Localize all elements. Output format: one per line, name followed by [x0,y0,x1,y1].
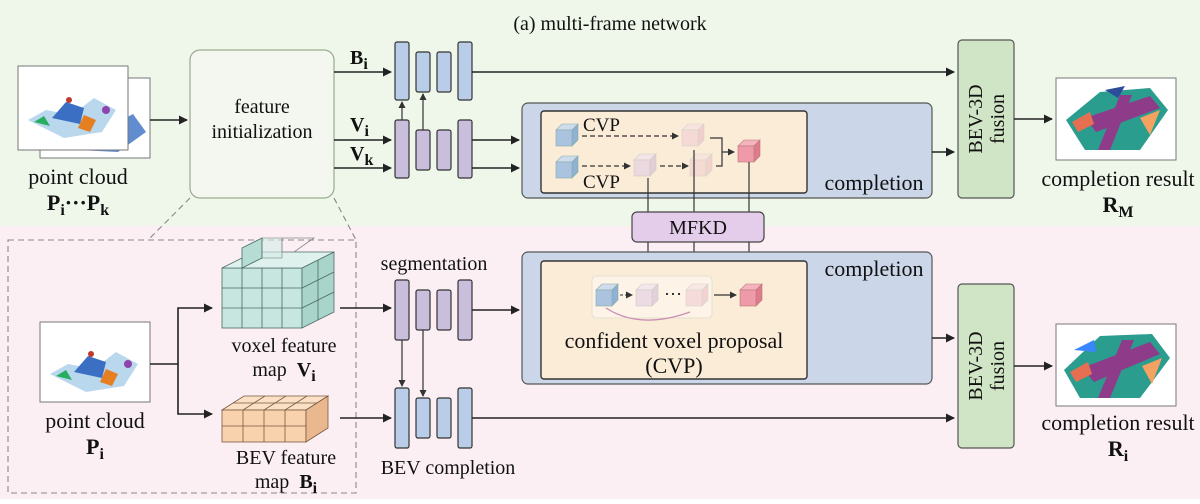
arrow-bottom-input-branch-2 [177,364,213,419]
cube-faded-bottom-2 [689,153,713,177]
vi-label: Vi [350,114,369,140]
zoom-line-right [333,197,357,241]
bottom-fusion-line2: fusion [987,341,1009,391]
top-result-image [1055,77,1177,161]
cube-red-top [737,139,761,163]
cube-blue-bottom [555,155,579,179]
mfkd-label: MFKD [669,217,727,239]
top-cvp-panel [540,110,808,194]
bottom-result-label: completion result [1041,410,1194,435]
cvp-cube-faded-2 [685,283,709,307]
top-fusion-line1: BEV-3D [965,84,987,153]
arrow-bottom-input-branch [150,303,213,365]
cvp-label-line2: (CVP) [645,353,702,378]
top-fusion-line2: fusion [987,94,1009,144]
bottom-input-label: point cloud [45,408,145,433]
bottom-segmentation-network [394,279,473,341]
top-input-variables: Pi···Pk [47,190,109,219]
cvp-cube-blue [595,283,619,307]
zoom-outline [7,239,357,494]
feature-init-line1: feature [234,96,290,118]
feature-initialization-box [189,49,335,199]
merge-bracket [710,137,734,167]
top-result-label: completion result [1041,166,1194,191]
bottom-result-image [1055,323,1177,407]
voxel-feature-map [221,237,335,329]
top-bev-network [394,41,473,101]
bottom-completion-label: completion [825,256,924,281]
cube-faded-bottom [633,153,657,177]
cvp-label-top: CVP [583,115,620,136]
bev-label-line1: BEV feature [236,447,336,469]
bev-completion-label: BEV completion [381,457,516,479]
bottom-fusion-line1: BEV-3D [965,331,987,400]
cvp-label-line1: confident voxel proposal [565,328,784,353]
cvp-label-bottom: CVP [583,172,620,193]
mfkd-box [631,211,765,243]
top-input-label: point cloud [28,164,128,189]
bottom-bev-network [394,387,473,449]
b-label: Bi [350,47,368,73]
bottom-input-variable: Pi [86,434,104,463]
figure-title: (a) multi-frame network [513,13,706,35]
top-point-cloud-stack [17,65,151,159]
cube-blue-top [555,123,579,147]
top-completion-label: completion [825,170,924,195]
bev-feature-map [220,395,330,443]
cube-faded-top [681,123,705,147]
segmentation-label: segmentation [381,253,488,275]
feature-init-line2: initialization [211,121,312,143]
vk-label: Vk [350,143,373,169]
cvp-cube-red [739,283,763,307]
cvp-dots: ··· [664,284,682,304]
top-result-variable: RM [1103,192,1134,221]
voxel-label-line1: voxel feature [232,335,337,357]
bottom-point-cloud [39,321,151,403]
cvp-feedback-curve [605,307,691,321]
bottom-result-variable: Ri [1108,436,1129,465]
cvp-cube-faded-1 [635,283,659,307]
